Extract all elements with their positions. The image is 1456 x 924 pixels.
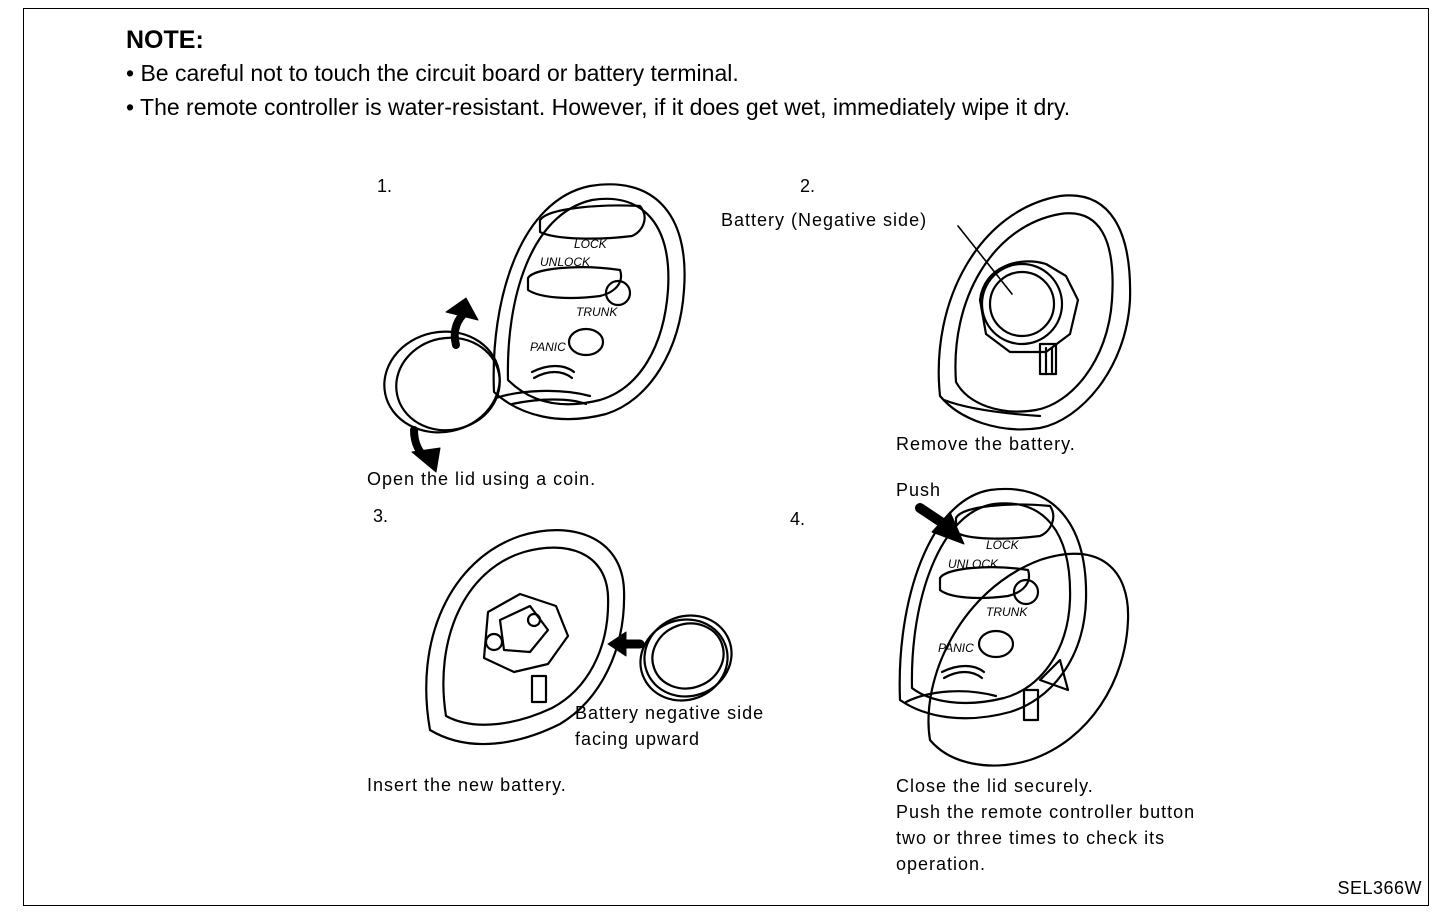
step-4-caption-line-2: Push the remote controller button	[896, 802, 1196, 822]
step-4-caption-line-3: two or three times to check its	[896, 828, 1166, 848]
step3-case-illustration	[425, 529, 733, 746]
step4-unlock-label: UNLOCK	[948, 557, 999, 571]
step1-unlock-label: UNLOCK	[540, 255, 591, 269]
step-2-caption: Remove the battery.	[896, 434, 1076, 454]
step-4-callout: Push	[896, 480, 942, 500]
step1-panic-label: PANIC	[530, 340, 566, 354]
step-3-callout-line-2: facing upward	[575, 729, 701, 749]
step-4-caption-line-1: Close the lid securely.	[896, 776, 1094, 796]
step-2-callout: Battery (Negative side)	[721, 210, 928, 230]
note-bullet-2: • The remote controller is water-resista…	[126, 94, 1071, 120]
note-bullet-1: • Be careful not to touch the circuit bo…	[126, 60, 739, 86]
step1-remote-illustration	[383, 183, 686, 473]
step-3-caption: Insert the new battery.	[367, 775, 567, 795]
figure-code: SEL366W	[1337, 878, 1422, 898]
step-1-number: 1.	[377, 176, 393, 196]
step2-case-illustration	[937, 194, 1132, 431]
step-3-callout-line-1: Battery negative side	[575, 703, 765, 723]
step-2-number: 2.	[800, 176, 816, 196]
step-3-number: 3.	[373, 506, 389, 526]
step4-panic-label: PANIC	[938, 641, 974, 655]
figure-frame	[23, 8, 1429, 906]
step-4-number: 4.	[790, 509, 806, 529]
note-title: NOTE:	[126, 26, 204, 54]
step-1-caption: Open the lid using a coin.	[367, 469, 597, 489]
step-4-caption-line-4: operation.	[896, 854, 987, 874]
step4-trunk-label: TRUNK	[986, 605, 1028, 619]
step1-lock-label: LOCK	[574, 237, 608, 251]
step4-lock-label: LOCK	[986, 538, 1020, 552]
step1-trunk-label: TRUNK	[576, 305, 618, 319]
step4-remote-illustration	[898, 487, 1130, 767]
